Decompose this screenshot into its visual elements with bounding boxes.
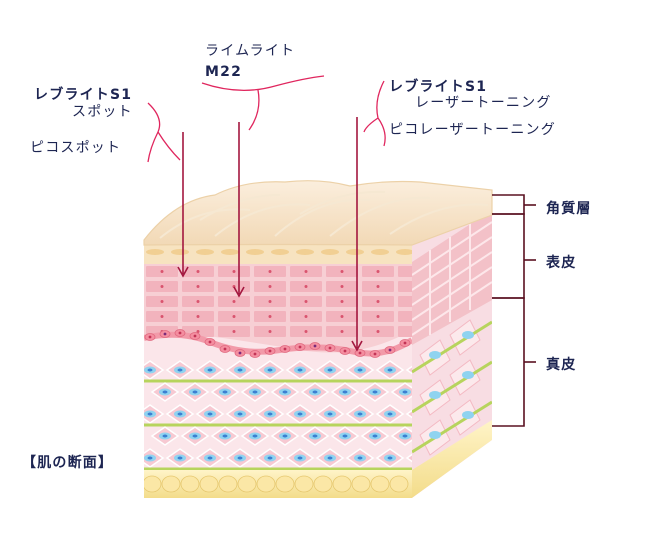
epidermis-cells (146, 266, 412, 337)
side-fat (412, 420, 492, 498)
bracket-epidermis (492, 213, 525, 299)
pointer-revlite-spot (147, 102, 181, 163)
label-dermis: 真皮 (546, 357, 577, 373)
arrow-pico-spot (177, 132, 189, 278)
bracket-dermis (492, 297, 525, 427)
corneum-scales (159, 190, 489, 239)
label-revlite-toning-line2: レーザートーニング (415, 95, 552, 111)
arrow-lime-light (233, 122, 245, 298)
granular-dots (146, 249, 412, 255)
label-m22: M22 (205, 64, 243, 80)
side-fibers (412, 320, 492, 454)
side-fibroblasts (429, 331, 474, 439)
basal-cells (144, 329, 411, 358)
side-cell-lines (412, 221, 492, 336)
label-lime-light: ライムライト (205, 43, 296, 59)
fat-texture (144, 475, 409, 493)
label-revlite-spot-line1: レブライトS1 (34, 87, 133, 103)
label-pico-toning: ピコレーザートーニング (389, 122, 556, 138)
label-stratum-corneum: 角質層 (546, 201, 592, 217)
label-epidermis: 表皮 (546, 255, 577, 271)
bracket-stratum-corneum (492, 194, 525, 215)
layer-brackets (492, 194, 536, 427)
pointer-toning (363, 80, 386, 147)
label-caption: 【肌の断面】 (22, 455, 114, 471)
label-revlite-spot-line2: スポット (72, 104, 133, 120)
label-revlite-toning-line1: レブライトS1 (389, 79, 488, 95)
pointer-lime-light (201, 75, 325, 131)
arrow-toning (351, 117, 363, 352)
dermis-pattern (144, 360, 412, 490)
stratum-corneum (143, 180, 493, 246)
label-pico-spot: ピコスポット (30, 140, 122, 156)
